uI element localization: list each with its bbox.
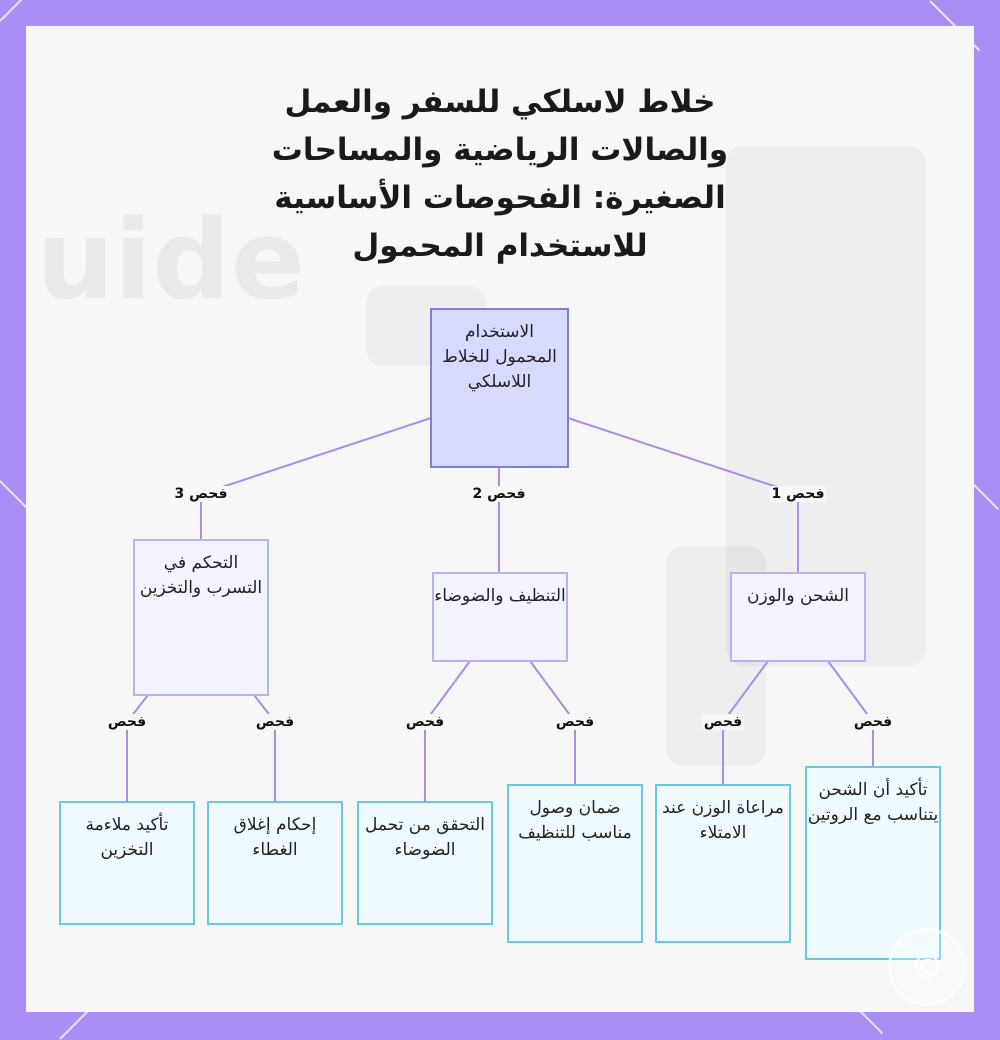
diagram-title: خلاط لاسلكي للسفر والعمل والصالات الرياض… [271,84,729,264]
leaf-node-noise-tolerance: التحقق من تحمل الضوضاء [357,801,493,925]
root-node-label: الاستخدام المحمول للخلاط اللاسلكي [442,322,557,392]
edge-label-check: فحص [403,714,447,730]
leaf-node-label: تأكيد ملاءمة التخزين [85,815,169,860]
edge-label-check: فحص [105,714,149,730]
background-watermark: uide [36,196,306,324]
edge-label-check-1: فحص 1 [769,486,827,502]
branch-node-leak-storage: التحكم في التسرب والتخزين [133,539,269,696]
leaf-node-label: تأكيد أن الشحن يتناسب مع الروتين [807,780,939,825]
branch-node-label: التحكم في التسرب والتخزين [139,553,263,598]
leaf-node-charging-routine: تأكيد أن الشحن يتناسب مع الروتين [805,766,941,960]
leaf-node-label: التحقق من تحمل الضوضاء [364,815,486,860]
connector-branch-2-leaf-2 [424,660,471,801]
edge-label-check: فحص [851,714,895,730]
branch-node-cleaning-noise: التنظيف والضوضاء [432,572,568,662]
root-node: الاستخدام المحمول للخلاط اللاسلكي [430,308,569,468]
connector-root-branch-1 [567,417,799,572]
branch-node-label: الشحن والوزن [747,586,849,606]
leaf-node-label: ضمان وصول مناسب للتنظيف [518,798,632,843]
leaf-node-full-weight: مراعاة الوزن عند الامتلاء [655,784,791,943]
leaf-node-storage-fit: تأكيد ملاءمة التخزين [59,801,195,925]
connector-branch-3-leaf-1 [253,694,276,801]
branch-node-charging-weight: الشحن والوزن [730,572,866,662]
edge-label-check: فحص [253,714,297,730]
branch-node-label: التنظيف والضوضاء [434,586,566,606]
leaf-node-label: إحكام إغلاق الغطاء [233,815,317,860]
leaf-node-lid-seal: إحكام إغلاق الغطاء [207,801,343,925]
leaf-node-cleaning-access: ضمان وصول مناسب للتنظيف [507,784,643,943]
edge-label-check: فحص [553,714,597,730]
leaf-node-label: مراعاة الوزن عند الامتلاء [662,798,784,843]
edge-label-check-2: فحص 2 [470,486,528,502]
edge-label-check-3: فحص 3 [172,486,230,502]
logo-icon: © [888,928,966,1006]
connector-root-branch-3 [200,417,432,539]
edge-label-check: فحص [701,714,745,730]
connector-branch-3-leaf-2 [126,694,149,801]
